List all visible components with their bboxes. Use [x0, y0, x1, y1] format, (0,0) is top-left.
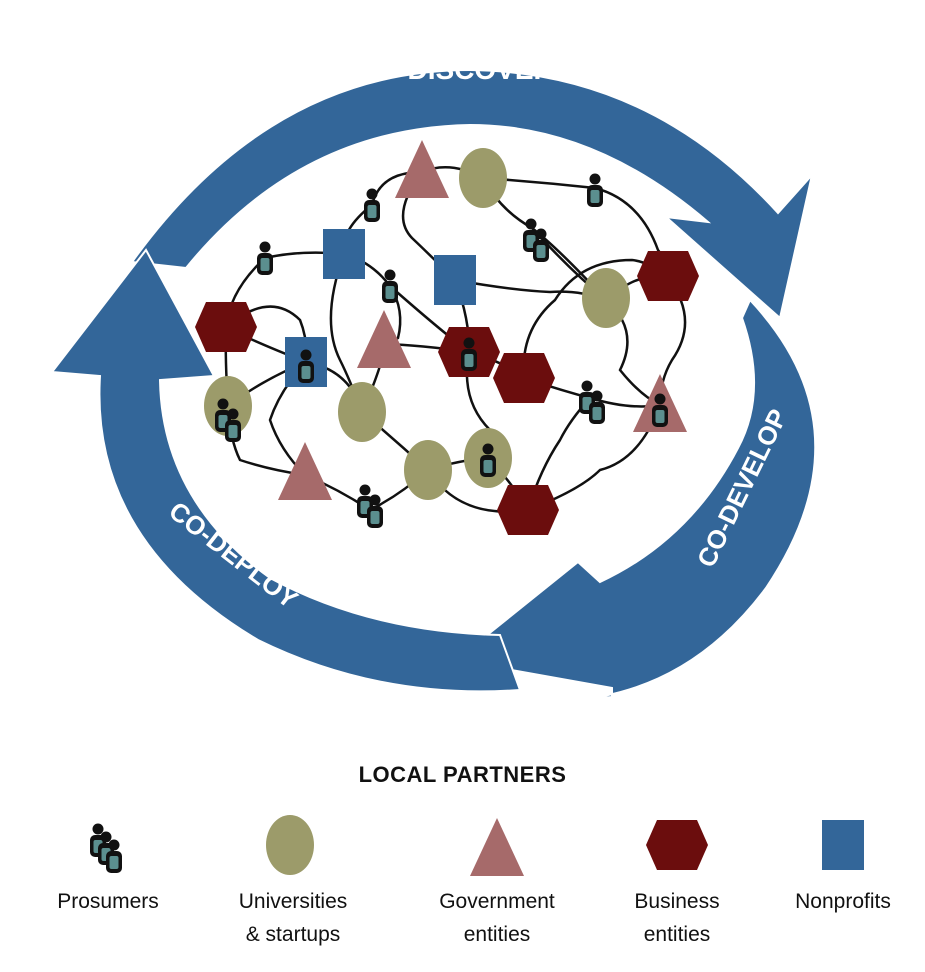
- legend-icons: [90, 815, 864, 876]
- legend-title: LOCAL PARTNERS: [358, 762, 567, 787]
- legend-label-business: Business entities: [634, 890, 720, 946]
- business-node: [497, 485, 559, 535]
- government-node: [357, 310, 411, 368]
- square-icon: [822, 820, 864, 870]
- network-nodes: [195, 140, 699, 535]
- nonprofit-node: [323, 229, 365, 279]
- legend-label-universities: Universities & startups: [238, 890, 348, 946]
- government-node: [395, 140, 449, 198]
- co-discover-arrow: [130, 68, 814, 320]
- co-deploy-arrow: [50, 248, 522, 693]
- university-node: [404, 440, 452, 500]
- business-node: [493, 353, 555, 403]
- prosumer-node: [257, 241, 273, 275]
- prosumer-node: [587, 173, 603, 207]
- hexagon-icon: [646, 820, 708, 870]
- prosumer-node: [382, 269, 398, 303]
- person-icon: [90, 824, 122, 874]
- prosumer-node: [357, 485, 383, 529]
- cycle-arrows: [50, 68, 817, 701]
- prosumer-node: [523, 219, 549, 263]
- university-node: [582, 268, 630, 328]
- legend-label-nonprofits: Nonprofits: [795, 890, 891, 913]
- nonprofit-node: [434, 255, 476, 305]
- business-node: [637, 251, 699, 301]
- business-node: [195, 302, 257, 352]
- legend-label-prosumers: Prosumers: [57, 890, 159, 913]
- university-node: [459, 148, 507, 208]
- ellipse-icon: [266, 815, 314, 875]
- co-develop-arrow: [453, 298, 817, 701]
- university-node: [338, 382, 386, 442]
- stage-label-co-discover: CO-DISCOVER: [356, 54, 554, 85]
- triangle-icon: [470, 818, 524, 876]
- legend-label-government: Government entities: [439, 890, 555, 946]
- prosumer-node: [579, 381, 605, 425]
